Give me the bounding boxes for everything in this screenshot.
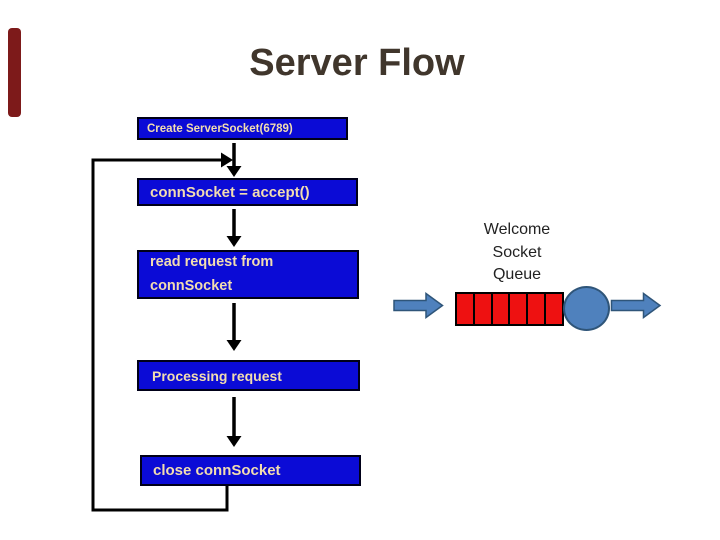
socket-queue-cell	[457, 294, 475, 324]
flow-box-read-request: read request from connSocket	[137, 250, 359, 299]
flow-box-create-serversocket: Create ServerSocket(6789)	[137, 117, 348, 140]
page-title: Server Flow	[249, 42, 465, 84]
accent-bar	[8, 28, 21, 117]
down-arrow-icon	[226, 209, 242, 247]
flow-box-processing-request: Processing request	[137, 360, 360, 391]
flow-box-close-connection: close connSocket	[140, 455, 361, 486]
flow-box-accept-connection: connSocket = accept()	[137, 178, 358, 206]
down-arrow-icon	[226, 143, 242, 177]
queue-out-arrow-icon	[610, 292, 662, 319]
welcome-socket-queue-label: Welcome Socket Queue	[483, 221, 551, 283]
queue-in-arrow-icon	[393, 292, 444, 319]
down-arrow-icon	[226, 303, 242, 351]
socket-queue-cell	[546, 294, 562, 324]
socket-queue-cell	[492, 294, 511, 324]
connection-circle	[563, 286, 610, 331]
down-arrow-icon	[226, 397, 242, 447]
socket-queue-cell	[474, 294, 493, 324]
socket-queue-cells	[455, 292, 564, 326]
socket-queue-cell	[528, 294, 547, 324]
socket-queue-cell	[510, 294, 529, 324]
